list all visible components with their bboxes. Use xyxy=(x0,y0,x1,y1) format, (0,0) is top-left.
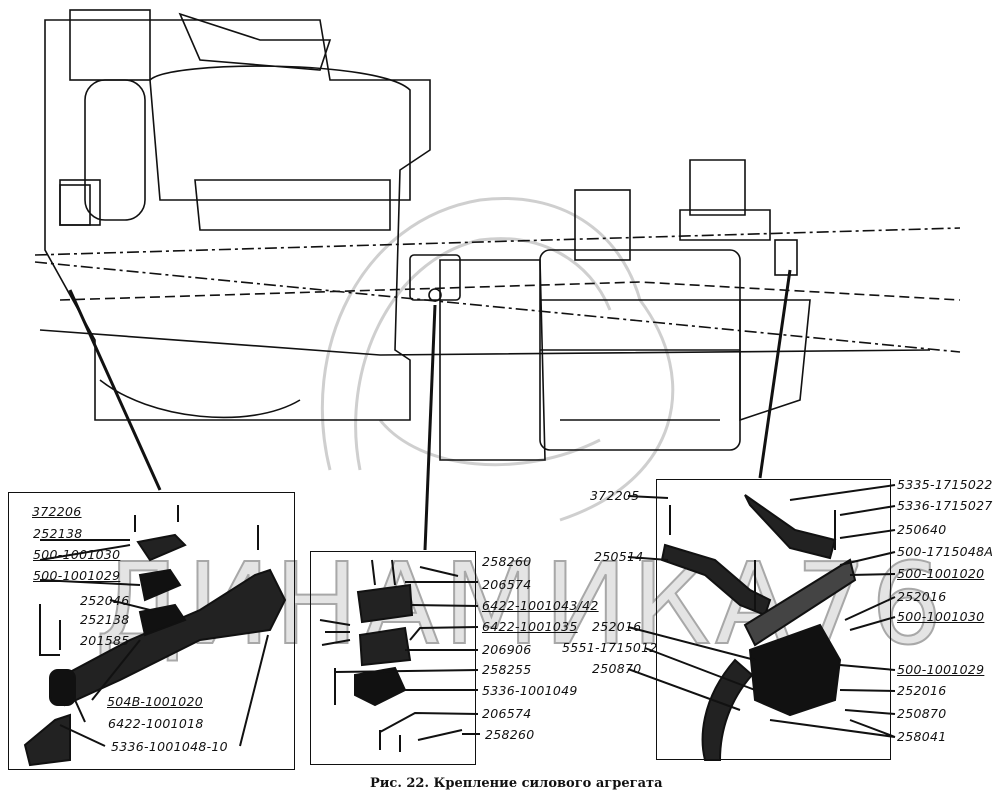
part-label: 6422-1001035 xyxy=(482,619,578,634)
part-label: 500-1001030 xyxy=(33,547,121,562)
part-label: 206574 xyxy=(482,706,532,721)
part-label: 250640 xyxy=(897,522,947,537)
engine-block xyxy=(44,9,431,421)
part-label: 206574 xyxy=(482,577,532,592)
part-label: 500-1715048A xyxy=(897,544,994,559)
right-panel-parts xyxy=(627,484,896,761)
part-label: 5336-1001048-10 xyxy=(111,739,228,754)
frame-rails xyxy=(34,227,961,356)
part-label: 500-1001030 xyxy=(897,609,985,624)
part-label: 250870 xyxy=(592,661,642,676)
part-label: 504B-1001020 xyxy=(107,694,203,709)
part-label: 5551-1715012 xyxy=(562,640,658,655)
right-detail-panel xyxy=(656,479,891,760)
part-label: 500-1001029 xyxy=(33,568,121,583)
left-detail-panel xyxy=(8,492,295,770)
middle-detail-panel xyxy=(310,551,476,765)
part-label: 252138 xyxy=(33,526,83,541)
part-label: 5336-1001049 xyxy=(482,683,578,698)
part-label: 6422-1001018 xyxy=(108,716,204,731)
part-label: 372205 xyxy=(590,488,640,503)
part-label: 252016 xyxy=(897,589,947,604)
part-label: 252138 xyxy=(80,612,130,627)
part-label: 258255 xyxy=(482,662,532,677)
part-label: 252016 xyxy=(592,619,642,634)
part-label: 206906 xyxy=(482,642,532,657)
part-label: 252016 xyxy=(897,683,947,698)
part-label: 250514 xyxy=(594,549,644,564)
gearbox xyxy=(439,159,811,461)
left-panel-parts xyxy=(23,505,287,767)
part-label: 201585 xyxy=(80,633,130,648)
middle-panel-parts xyxy=(319,559,480,752)
part-label: 500-1001029 xyxy=(897,662,985,677)
part-label: 372206 xyxy=(32,504,82,519)
part-label: 5335-1715022 xyxy=(897,477,993,492)
leader-lines xyxy=(68,269,792,551)
part-label: 258260 xyxy=(482,554,532,569)
center-mount-bracket xyxy=(59,184,461,302)
part-label: 5336-1715027 xyxy=(897,498,993,513)
part-label: 250870 xyxy=(897,706,947,721)
part-label: 258260 xyxy=(485,727,535,742)
figure-caption: Рис. 22. Крепление силового агрегата xyxy=(370,776,663,791)
part-label: 252046 xyxy=(80,593,130,608)
part-label: 500-1001020 xyxy=(897,566,985,581)
part-label: 258041 xyxy=(897,729,947,744)
part-label: 6422-1001043/42 xyxy=(482,598,599,613)
